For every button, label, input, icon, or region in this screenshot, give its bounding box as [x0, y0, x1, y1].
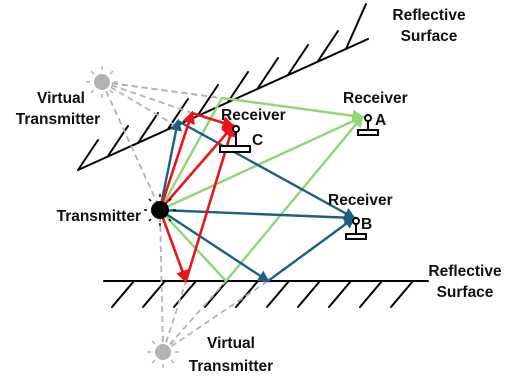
blue-ray-direct-b — [159, 208, 357, 224]
red-ray-direct-c — [159, 124, 235, 211]
virtual-transmitter-top-icon — [86, 66, 118, 98]
receiver-a-tag: A — [375, 112, 386, 129]
red-ray-to-top-surface — [158, 110, 195, 211]
red-ray-to-bottom-surface — [158, 209, 189, 284]
receiver-b-label: Receiver — [328, 192, 393, 209]
virtual-transmitter-top-label-line1: Virtual — [37, 90, 85, 107]
blue-ray-bottom-to-b — [267, 216, 356, 282]
receiver-a-label: Receiver — [343, 90, 408, 107]
reflective-surface-top-label-line1: Reflective — [392, 7, 466, 24]
transmitter-icon — [144, 194, 176, 226]
reflective-surface-bottom-label-line1: Reflective — [428, 263, 502, 280]
green-ray-to-bottom-surface — [159, 209, 227, 282]
green-ray-direct-a — [159, 115, 365, 212]
transmitter-label: Transmitter — [57, 208, 141, 225]
blue-rays — [158, 118, 357, 283]
blue-ray-top-to-b — [177, 119, 357, 220]
receiver-c-tag: C — [252, 132, 263, 149]
receiver-b-icon — [345, 217, 367, 240]
reflective-surface-top-label-line2: Surface — [401, 28, 458, 45]
green-ray-bottom-to-a — [225, 115, 364, 282]
green-rays — [158, 96, 365, 282]
virtual-transmitter-bottom-label-line2: Transmitter — [189, 358, 273, 375]
receiver-c-label: Receiver — [221, 107, 286, 124]
receiver-c-icon — [219, 125, 251, 153]
reflective-surface-bottom-label-line2: Surface — [437, 284, 494, 301]
blue-ray-to-top-surface — [158, 118, 182, 211]
receiver-b-tag: B — [361, 216, 372, 233]
green-ray-top-to-a — [221, 96, 365, 122]
virtual-transmitter-top-label-line2: Transmitter — [16, 111, 100, 128]
reflective-surface-bottom — [103, 280, 429, 308]
blue-ray-to-bottom-surface — [159, 208, 271, 283]
receiver-a-icon — [357, 114, 379, 136]
green-ray-to-top-surface — [158, 97, 224, 211]
virtual-transmitter-bottom-label-line1: Virtual — [207, 335, 255, 352]
reflective-surface-top — [77, 3, 369, 171]
virtual-transmitter-bottom-icon — [147, 336, 179, 368]
red-rays — [158, 110, 237, 284]
